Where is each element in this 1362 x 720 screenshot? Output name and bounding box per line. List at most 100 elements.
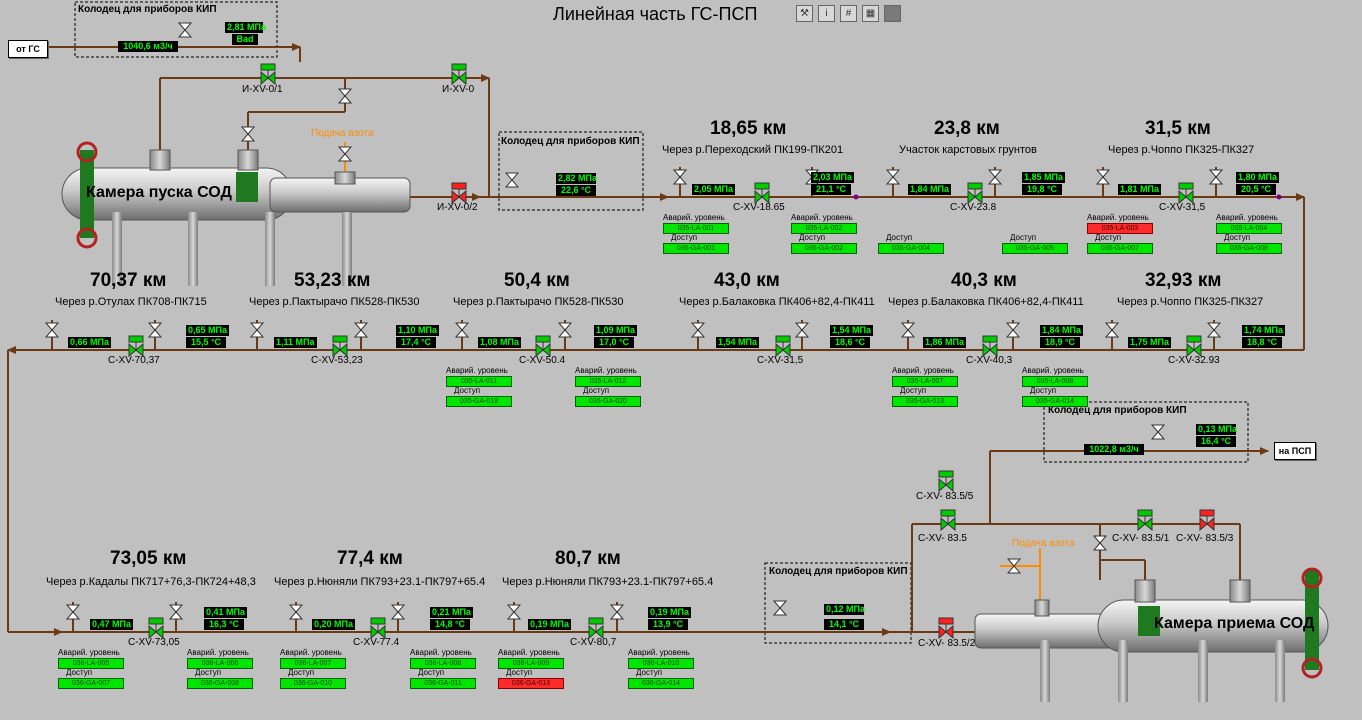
alarm-level-box[interactable]: 035-LA-004 (1216, 223, 1282, 234)
access-box[interactable]: 036-GA-007 (58, 678, 124, 689)
valve-c-xv-83-5-3[interactable] (1199, 509, 1215, 532)
access-box[interactable]: 036-GA-014 (628, 678, 694, 689)
access-label: Доступ (1030, 386, 1057, 395)
bypass-valve[interactable] (288, 604, 304, 620)
section-valve[interactable] (535, 335, 551, 358)
access-label: Доступ (288, 668, 315, 677)
pressure-value: 1,11 МПа (274, 337, 317, 348)
bypass-valve[interactable] (168, 604, 184, 620)
section-valve[interactable] (128, 335, 144, 358)
access-box[interactable]: 035-GA-001 (663, 243, 729, 254)
nitrogen-valve[interactable] (337, 146, 353, 162)
access-box[interactable]: 035-GA-008 (1216, 243, 1282, 254)
valve-c-xv-83-5-2[interactable] (938, 617, 954, 640)
stop-icon[interactable]: ■ (884, 5, 901, 22)
pattern-icon[interactable]: ▦ (862, 5, 879, 22)
section-valve[interactable] (967, 182, 983, 205)
grid-icon[interactable]: # (840, 5, 857, 22)
bypass-valve[interactable] (65, 604, 81, 620)
access-box[interactable]: 035-GA-005 (1002, 243, 1068, 254)
valve-c-xv-83-5-5[interactable] (938, 470, 954, 493)
bypass-valve[interactable] (390, 604, 406, 620)
section-valve[interactable] (588, 617, 604, 640)
bypass-valve[interactable] (987, 169, 1003, 185)
pressure-value: 1,75 МПа (1128, 337, 1171, 348)
bypass-valve[interactable] (240, 126, 256, 142)
alarm-level-box[interactable]: 035-LA-011 (446, 376, 512, 387)
access-box[interactable]: 035-GA-020 (575, 396, 641, 407)
bypass-valve[interactable] (147, 322, 163, 338)
alarm-level-box[interactable]: 036-LA-008 (410, 658, 476, 669)
kip-valve[interactable] (1150, 424, 1166, 440)
bypass-valve[interactable] (1208, 169, 1224, 185)
access-box[interactable]: 035-GA-002 (791, 243, 857, 254)
kip-valve[interactable] (504, 172, 520, 188)
section-valve[interactable] (148, 617, 164, 640)
section-valve[interactable] (775, 335, 791, 358)
bypass-valve[interactable] (249, 322, 265, 338)
access-box[interactable]: 035-GA-013 (892, 396, 958, 407)
alarm-level-label: Аварий. уровень (280, 648, 342, 657)
access-box[interactable]: 035-GA-004 (878, 243, 944, 254)
bypass-valve[interactable] (885, 169, 901, 185)
section-valve[interactable] (982, 335, 998, 358)
access-box[interactable]: 036-GA-013 (498, 678, 564, 689)
valve-i-xv-0-2[interactable] (451, 182, 467, 205)
bypass-valve[interactable] (1095, 169, 1111, 185)
valve-c-xv-83-5[interactable] (940, 509, 956, 532)
alarm-level-box[interactable]: 036-LA-006 (187, 658, 253, 669)
section-valve[interactable] (1186, 335, 1202, 358)
valve-c-xv-83-5-1[interactable] (1137, 509, 1153, 532)
bypass-valve[interactable] (1104, 322, 1120, 338)
alarm-level-box[interactable]: 035-LA-001 (663, 223, 729, 234)
alarm-level-box[interactable]: 036-LA-005 (58, 658, 124, 669)
kip-caption: Колодец для приборов КИП (501, 136, 640, 147)
bypass-valve[interactable] (1092, 535, 1108, 551)
from-gs-button[interactable]: от ГС (8, 40, 48, 58)
access-box[interactable]: 036-GA-008 (187, 678, 253, 689)
access-box[interactable]: 035-GA-014 (1022, 396, 1088, 407)
access-box[interactable]: 036-GA-011 (410, 678, 476, 689)
bypass-valve[interactable] (557, 322, 573, 338)
kip-valve[interactable] (177, 22, 193, 38)
bypass-valve[interactable] (337, 88, 353, 104)
valve-i-xv-0[interactable] (451, 63, 467, 86)
bypass-valve[interactable] (900, 322, 916, 338)
alarm-level-box[interactable]: 036-LA-009 (498, 658, 564, 669)
bypass-valve[interactable] (353, 322, 369, 338)
valve-i-xv-0-1[interactable] (260, 63, 276, 86)
tools-icon[interactable]: ⚒ (796, 5, 813, 22)
section-valve[interactable] (754, 182, 770, 205)
bypass-valve[interactable] (44, 322, 60, 338)
alarm-level-box[interactable]: 035-LA-007 (892, 376, 958, 387)
section-valve[interactable] (332, 335, 348, 358)
bypass-valve[interactable] (672, 169, 688, 185)
access-box[interactable]: 035-GA-007 (1087, 243, 1153, 254)
pressure-value: 1,80 МПа (1236, 172, 1279, 183)
kip-valve[interactable] (772, 600, 788, 616)
section-valve[interactable] (370, 617, 386, 640)
alarm-level-box[interactable]: 036-LA-010 (628, 658, 694, 669)
section-distance: 50,4 км (504, 270, 570, 291)
alarm-level-box[interactable]: 035-LA-012 (575, 376, 641, 387)
access-box[interactable]: 036-GA-010 (280, 678, 346, 689)
bypass-valve[interactable] (506, 604, 522, 620)
pressure-value: 1,74 МПа (1242, 325, 1285, 336)
bypass-valve[interactable] (454, 322, 470, 338)
section-valve[interactable] (1178, 182, 1194, 205)
to-psp-button[interactable]: на ПСП (1274, 442, 1316, 460)
temperature-value: 18,9 °С (1040, 337, 1080, 348)
access-box[interactable]: 035-GA-019 (446, 396, 512, 407)
pressure-value: 1,81 МПа (1118, 184, 1161, 195)
alarm-level-box[interactable]: 035-LA-008 (1022, 376, 1088, 387)
alarm-level-box[interactable]: 035-LA-002 (791, 223, 857, 234)
bypass-valve[interactable] (1005, 322, 1021, 338)
bypass-valve[interactable] (1206, 322, 1222, 338)
alarm-level-box[interactable]: 036-LA-007 (280, 658, 346, 669)
nitrogen-valve[interactable] (1006, 558, 1022, 574)
info-icon[interactable]: i (818, 5, 835, 22)
bypass-valve[interactable] (609, 604, 625, 620)
bypass-valve[interactable] (794, 322, 810, 338)
alarm-level-box[interactable]: 035-LA-003 (1087, 223, 1153, 234)
bypass-valve[interactable] (690, 322, 706, 338)
